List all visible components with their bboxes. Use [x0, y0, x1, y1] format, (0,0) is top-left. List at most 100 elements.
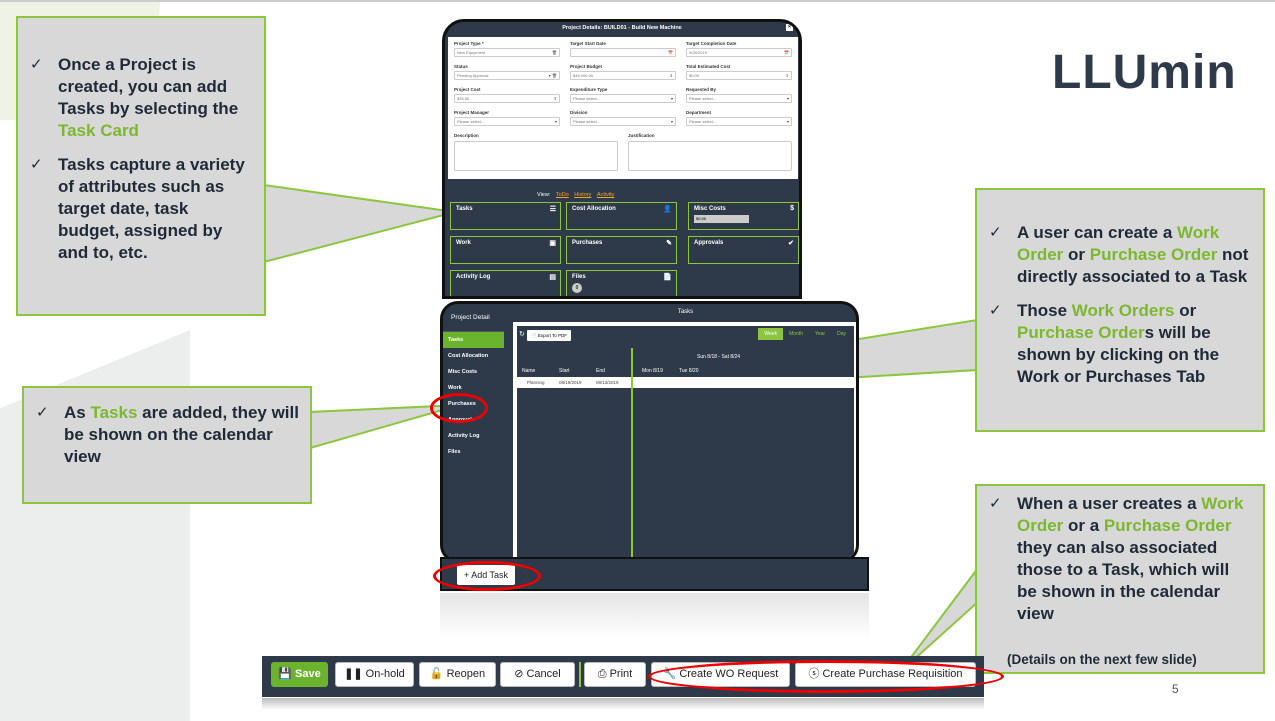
justification-input[interactable]: [628, 141, 792, 171]
justification-group: Justification: [628, 133, 792, 171]
field-control-icon[interactable]: ▾: [670, 119, 673, 124]
card-title: Tasks: [456, 206, 473, 212]
view-link-activity[interactable]: Activity: [596, 192, 615, 198]
refresh-icon[interactable]: ↻: [519, 331, 525, 338]
field-control-icon[interactable]: 📅: [784, 50, 789, 55]
table-row[interactable]: Planning 08/19/2019 08/13/2019: [517, 377, 854, 388]
card-misc-costs[interactable]: Misc Costs$$0.00: [688, 202, 799, 230]
card-work[interactable]: Work▣: [450, 236, 561, 264]
callout-bullet: Tasks capture a variety of attributes su…: [28, 154, 254, 264]
card-tasks[interactable]: Tasks☰: [450, 202, 561, 230]
field-label: Project Manager: [454, 110, 490, 115]
field-control-icon[interactable]: 📅: [668, 50, 673, 55]
field-input[interactable]: Please select...▾: [686, 94, 792, 103]
field-value: Please select...: [457, 119, 485, 124]
field-control-icon[interactable]: ▾: [670, 96, 673, 101]
logo: LLUmin: [1052, 46, 1237, 99]
field-input[interactable]: $0.00⇕: [686, 71, 792, 80]
field-value: Please select...: [689, 119, 717, 124]
field-input[interactable]: $35.50⇕: [454, 94, 560, 103]
callout-highlight: Tasks: [90, 403, 138, 422]
tab-month[interactable]: Month: [789, 331, 803, 337]
field-value: Pending Approval: [457, 73, 489, 78]
save-button[interactable]: 💾Save: [271, 662, 328, 687]
field-input[interactable]: Please select... ▾: [454, 117, 560, 126]
description-input[interactable]: [454, 141, 618, 171]
callout-highlight: Work Order: [1017, 494, 1244, 535]
field-input[interactable]: Please select... ▾: [570, 117, 676, 126]
field-input[interactable]: Please select... ▾: [570, 94, 676, 103]
field-label: Division: [570, 110, 588, 115]
field-value: Please select...: [573, 96, 601, 101]
export-pdf-label: Export To PDF: [537, 333, 568, 338]
tab-year[interactable]: Year: [814, 331, 826, 337]
sidebar-title: Project Detail: [443, 304, 504, 332]
pause-icon: ❚❚: [344, 668, 363, 680]
task-name: Planning: [527, 380, 545, 385]
card-title: Files: [572, 274, 586, 280]
print-button[interactable]: ⎙Print: [584, 662, 646, 687]
toolbar-separator: [579, 662, 581, 687]
card-activity-log[interactable]: Activity Log▤: [450, 270, 561, 296]
sidebar-item-cost-allocation[interactable]: Cost Allocation: [448, 353, 489, 359]
field-value: $45,000.00: [573, 73, 594, 78]
field-label: Total Estimated Cost: [686, 64, 731, 69]
form-field: Project Type *New Equipment🗑: [454, 41, 560, 64]
sidebar-item-misc-costs[interactable]: Misc Costs: [448, 369, 478, 375]
callout-highlight: Purchase Order: [1103, 516, 1232, 535]
field-control-icon[interactable]: ▾: [786, 96, 789, 101]
column-start: Start: [559, 368, 570, 374]
card-title: Cost Allocation: [572, 206, 616, 212]
field-input[interactable]: 📅: [570, 48, 676, 57]
field-input[interactable]: Please select... ▾: [686, 117, 792, 126]
field-input[interactable]: Pending Approval ▾ 🗑: [454, 71, 560, 80]
tab-week[interactable]: Week: [758, 328, 784, 340]
field-input[interactable]: 9/28/2019📅: [686, 48, 792, 57]
print-label: Print: [609, 668, 633, 680]
callout-highlight: Purchase Order: [1089, 245, 1218, 264]
field-control-icon[interactable]: ⇕: [669, 73, 673, 78]
card-title: Purchases: [572, 240, 603, 246]
field-control-icon[interactable]: ▾ 🗑: [548, 73, 557, 78]
reopen-button[interactable]: 🔓Reopen: [419, 662, 496, 687]
toolbar-shadow: [262, 698, 984, 710]
sidebar-item-activity-log[interactable]: Activity Log: [448, 433, 480, 439]
form-field: Project Cost$35.50⇕: [454, 87, 560, 110]
field-input[interactable]: $45,000.00 ⇕: [570, 71, 676, 80]
close-icon[interactable]: ✕: [786, 24, 793, 31]
sidebar-item-tasks[interactable]: Tasks: [443, 332, 504, 348]
field-input[interactable]: New Equipment🗑: [454, 48, 560, 57]
card-files[interactable]: Files📄0: [566, 270, 677, 296]
card-icon: ✔: [788, 240, 794, 247]
field-control-icon[interactable]: 🗑: [551, 50, 557, 55]
export-pdf-button[interactable]: 📄 Export To PDF: [527, 330, 572, 341]
onhold-button[interactable]: ❚❚On-hold: [335, 662, 414, 687]
view-label: View:: [537, 192, 551, 198]
field-value: Please select...: [573, 119, 601, 124]
field-label: Project Budget: [570, 64, 603, 69]
callout-text: or: [1174, 301, 1197, 320]
callout-bullet: Once a Project is created, you can add T…: [28, 54, 254, 142]
column-end: End: [596, 368, 605, 374]
sidebar-item-files[interactable]: Files: [448, 449, 461, 455]
view-link-history[interactable]: History: [574, 192, 592, 198]
card-cost-allocation[interactable]: Cost Allocation👤: [566, 202, 677, 230]
tab-day[interactable]: Day: [837, 331, 846, 337]
highlight-oval-create-buttons: [648, 660, 1004, 693]
callout-text: they can also associated those to a Task…: [1017, 538, 1230, 623]
card-approvals[interactable]: Approvals✔: [688, 236, 799, 264]
field-control-icon[interactable]: ⇕: [553, 96, 557, 101]
field-control-icon[interactable]: ▾: [554, 119, 557, 124]
field-control-icon[interactable]: ⇕: [785, 73, 789, 78]
files-count-badge: 0: [572, 283, 582, 293]
callout-text: As: [64, 403, 91, 422]
tasks-header: Tasks: [677, 309, 694, 315]
card-purchases[interactable]: Purchases✎: [566, 236, 677, 264]
sidebar-item-work[interactable]: Work: [448, 385, 462, 391]
field-control-icon[interactable]: ▾: [786, 119, 789, 124]
view-link-todo[interactable]: ToDo: [555, 192, 569, 198]
project-details-title: Project Details: BUILD01 - Build New Mac…: [562, 25, 682, 31]
cancel-button[interactable]: ⊘Cancel: [500, 662, 575, 687]
